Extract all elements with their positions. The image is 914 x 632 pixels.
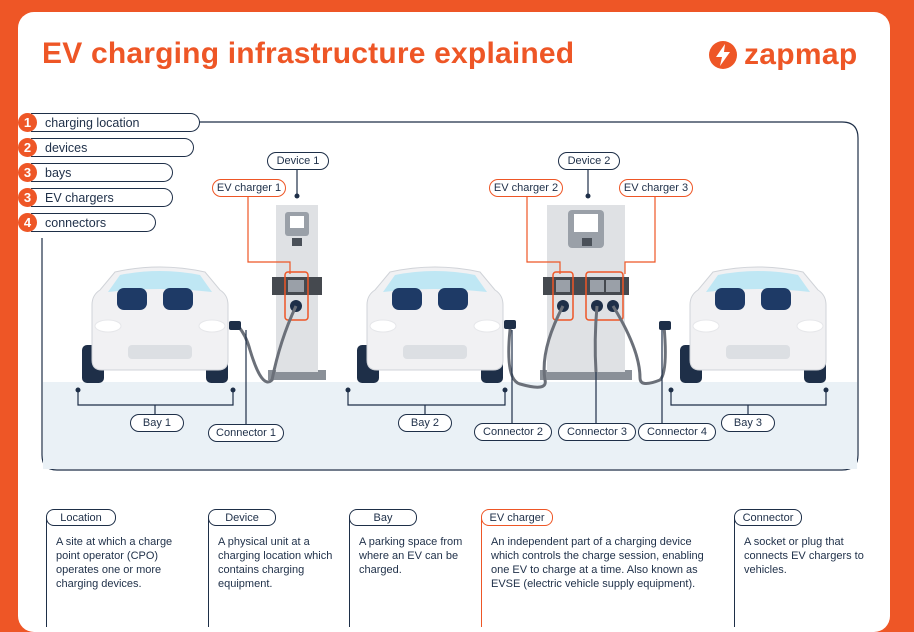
bay-brackets [77, 390, 827, 414]
brand-logo: zapmap [708, 38, 858, 72]
bay-bracket-dots [75, 387, 829, 393]
definition-term: Location [46, 509, 116, 526]
car-3 [680, 266, 827, 383]
lightning-bolt-icon [709, 41, 737, 69]
label-connector-1: Connector 1 [208, 424, 284, 442]
legend-label: charging location [31, 113, 200, 132]
definition-text: A physical unit at a charging location w… [218, 536, 333, 590]
device-2-unit [540, 205, 632, 380]
legend-item-charging-location: 1 charging location [18, 113, 200, 132]
legend-label: bays [31, 163, 173, 182]
definition-rule [481, 517, 483, 627]
definition-term: Bay [349, 509, 417, 526]
legend-item-devices: 2 devices [18, 138, 194, 157]
definition-rule [46, 517, 48, 627]
label-connector-2: Connector 2 [474, 423, 552, 441]
legend-number: 3 [18, 163, 37, 182]
connector-plugs [229, 320, 671, 330]
legend-number: 1 [18, 113, 37, 132]
definition-text: An independent part of a charging device… [491, 536, 704, 590]
legend-number: 2 [18, 138, 37, 157]
leader-dots [294, 193, 591, 199]
definition-rule [208, 517, 210, 627]
definition-rule [734, 517, 736, 627]
page-title: EV charging infrastructure explained [42, 37, 575, 70]
label-bay-1: Bay 1 [130, 414, 184, 432]
label-device-2: Device 2 [558, 152, 620, 170]
definition-term: EV charger [481, 509, 553, 526]
brand-name: zapmap [744, 38, 858, 71]
label-device-1: Device 1 [267, 152, 329, 170]
charging-cables [236, 305, 667, 389]
car-2 [357, 266, 504, 383]
definition-term: Connector [734, 509, 802, 526]
legend-item-connectors: 4 connectors [18, 213, 156, 232]
label-ev-charger-3: EV charger 3 [619, 179, 693, 197]
leader-lines [245, 168, 663, 428]
device-1-unit [268, 205, 326, 380]
label-bay-3: Bay 3 [721, 414, 775, 432]
label-connector-4: Connector 4 [638, 423, 716, 441]
label-ev-charger-1: EV charger 1 [212, 179, 286, 197]
label-ev-charger-2: EV charger 2 [489, 179, 563, 197]
legend-item-ev-chargers: 3 EV chargers [18, 188, 173, 207]
car-1 [82, 266, 229, 383]
definition-text: A parking space from where an EV can be … [359, 536, 463, 576]
definition-rule [349, 517, 351, 627]
legend-number: 4 [18, 213, 37, 232]
definition-text: A socket or plug that connects EV charge… [744, 536, 864, 576]
legend-number: 3 [18, 188, 37, 207]
definition-text: A site at which a charge point operator … [56, 536, 173, 590]
legend-item-bays: 3 bays [18, 163, 173, 182]
label-bay-2: Bay 2 [398, 414, 452, 432]
legend-label: EV chargers [31, 188, 173, 207]
label-connector-3: Connector 3 [558, 423, 636, 441]
legend-label: devices [31, 138, 194, 157]
legend-label: connectors [31, 213, 156, 232]
definition-term: Device [208, 509, 276, 526]
